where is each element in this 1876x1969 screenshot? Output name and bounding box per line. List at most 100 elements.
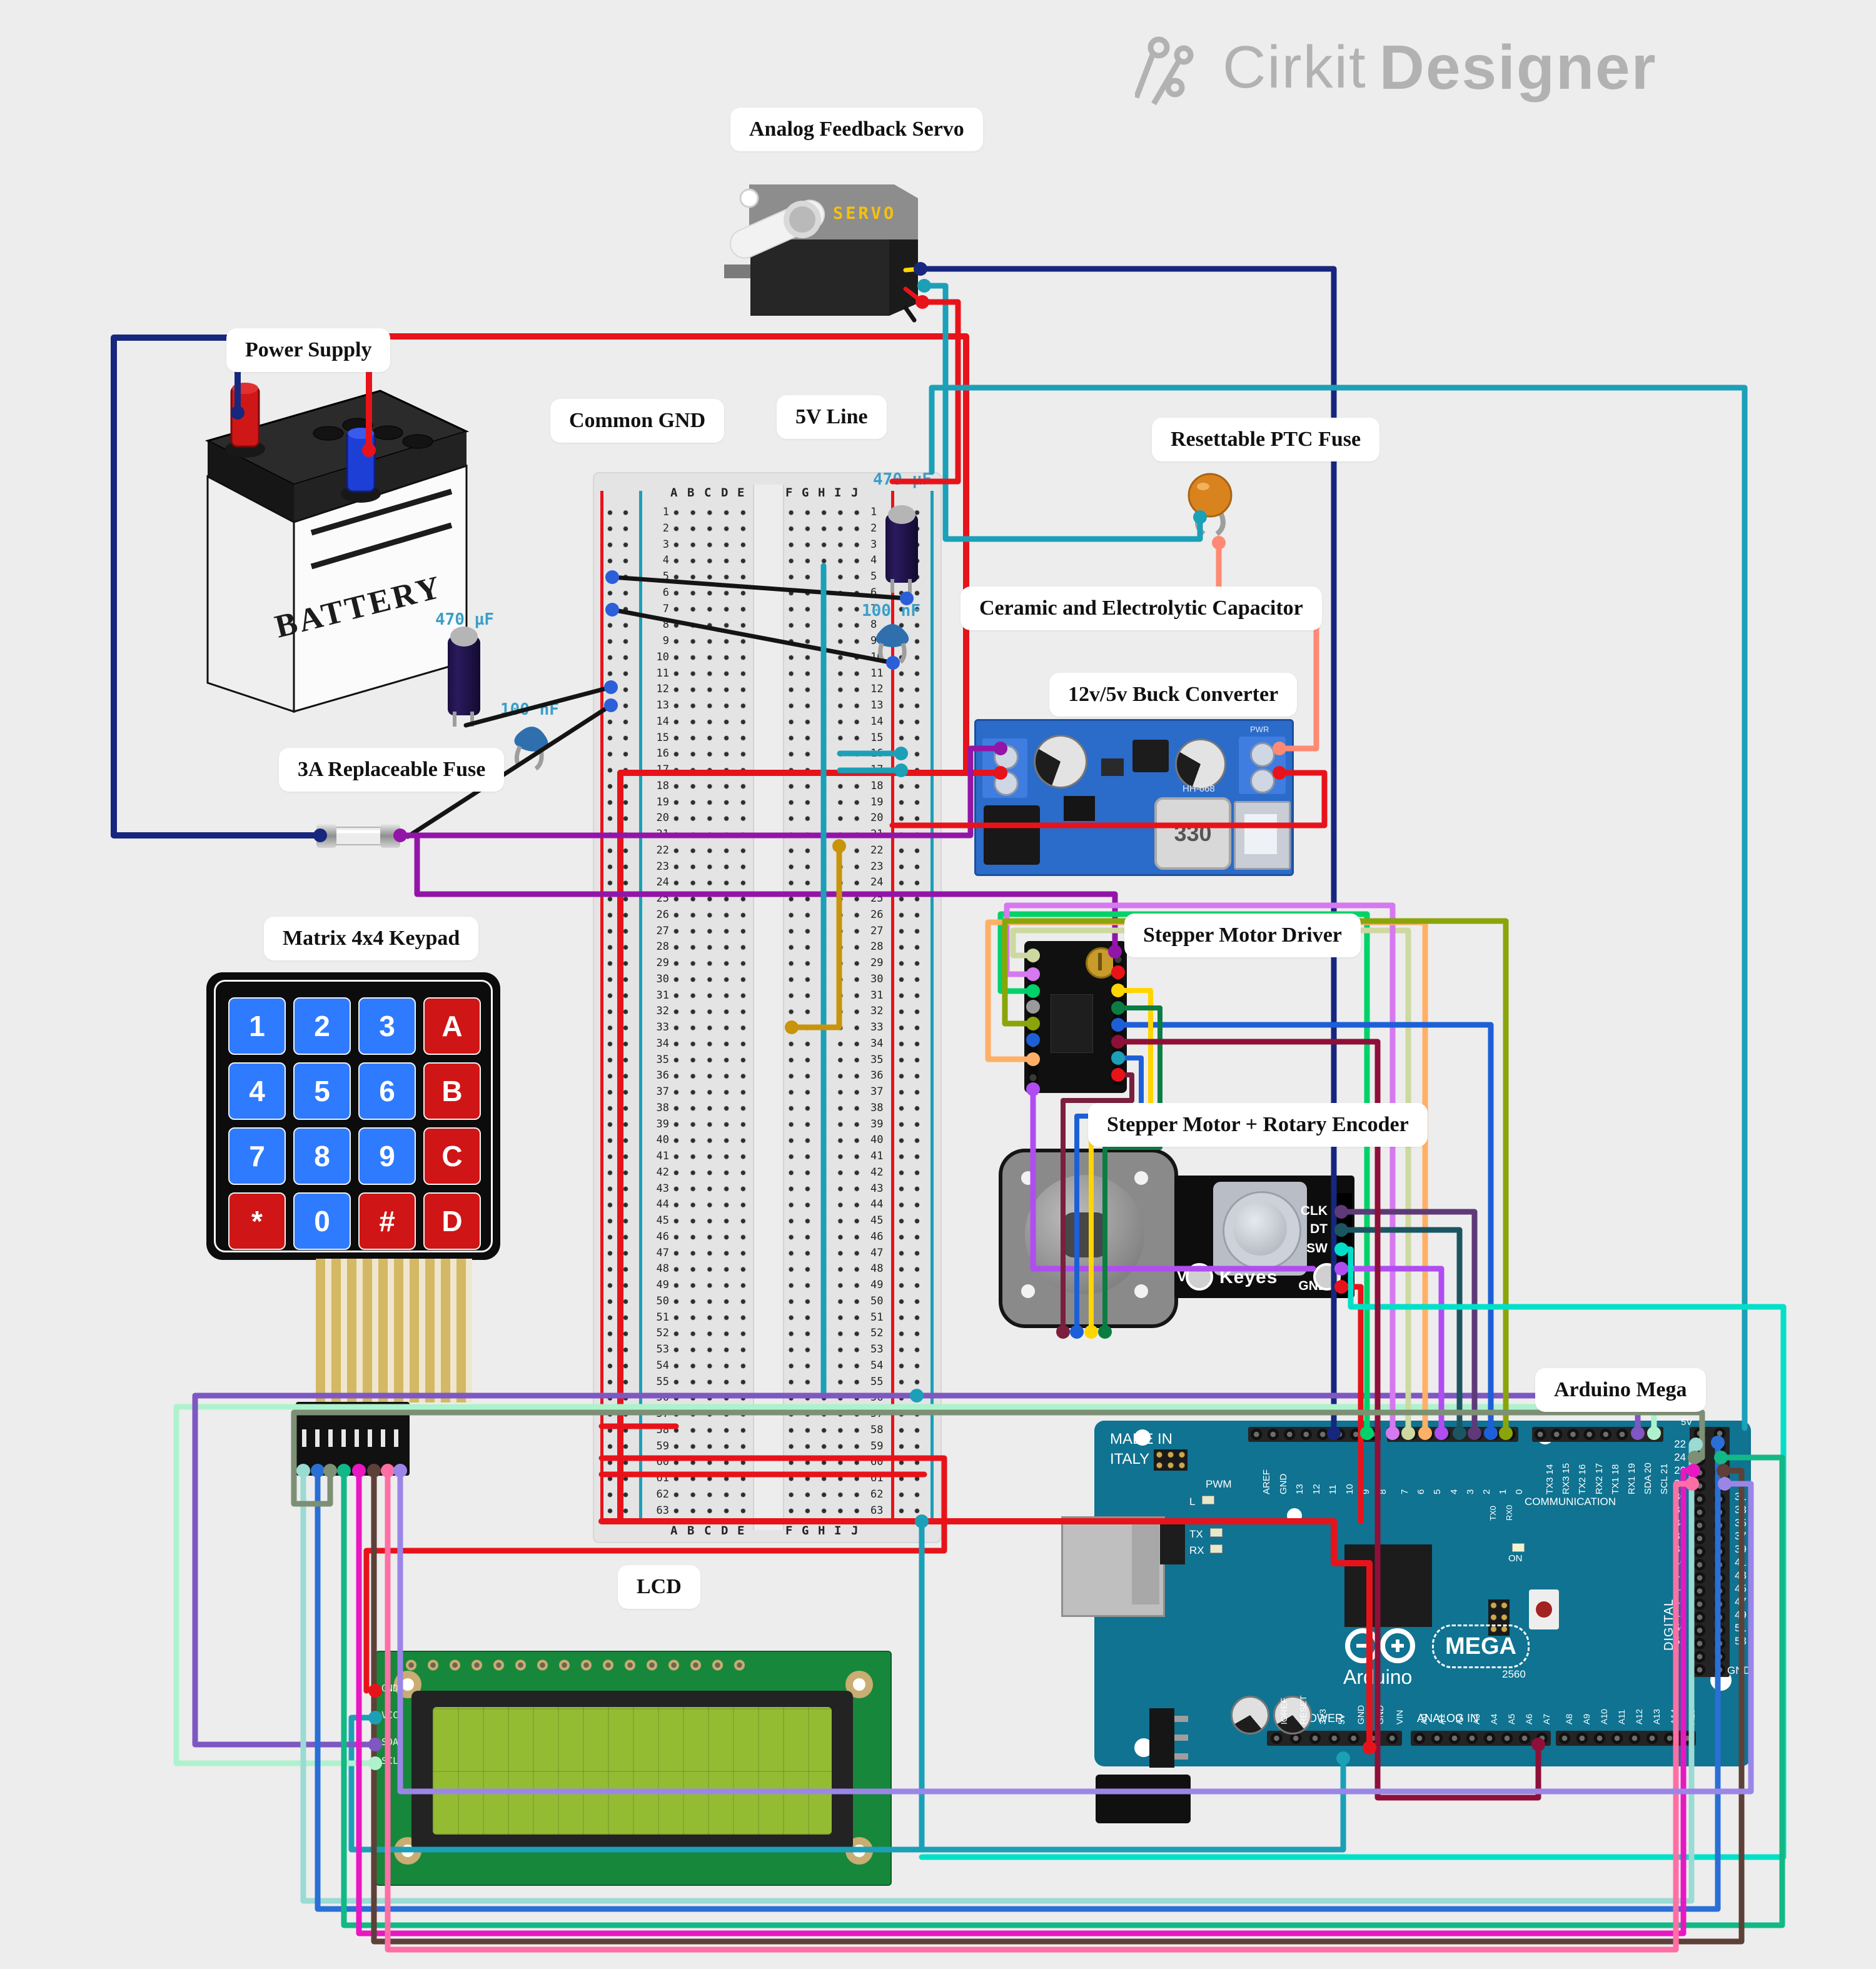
keypad-key-5[interactable]: 5 <box>293 1062 351 1120</box>
wire-25[interactable] <box>348 1715 1346 1853</box>
tag-stepper-encoder[interactable]: Stepper Motor + Rotary Encoder <box>1088 1103 1428 1147</box>
wire-29[interactable] <box>997 911 1370 1436</box>
tag-keypad[interactable]: Matrix 4x4 Keypad <box>264 917 479 960</box>
usb-port <box>1061 1516 1165 1617</box>
pin-dot-21 <box>1026 984 1040 998</box>
tag-buck-converter[interactable]: 12v/5v Buck Converter <box>1049 673 1298 717</box>
wire-15[interactable] <box>929 385 1748 1431</box>
wire-31[interactable] <box>1004 902 1396 1436</box>
pin-dot-8 <box>900 592 914 605</box>
keypad-key-B[interactable]: B <box>423 1062 481 1120</box>
pin-dot-2 <box>313 828 327 842</box>
keypad-key-3[interactable]: 3 <box>358 997 416 1055</box>
encoder-knob[interactable] <box>1233 1202 1287 1256</box>
wire-51[interactable] <box>371 1468 1745 1945</box>
keypad-key-1[interactable]: 1 <box>228 997 286 1055</box>
tag-servo[interactable]: Analog Feedback Servo <box>730 108 983 151</box>
wire-1[interactable] <box>610 607 895 665</box>
tag-ptc-fuse[interactable]: Resettable PTC Fuse <box>1152 418 1380 461</box>
wire-14[interactable] <box>889 299 961 485</box>
stepper-motor[interactable] <box>999 1149 1178 1333</box>
wire-40[interactable] <box>919 1246 1787 1860</box>
electrolytic-capacitor-2[interactable] <box>445 627 483 727</box>
wire-47[interactable] <box>315 1439 1721 1912</box>
pin-dot-16 <box>914 262 927 276</box>
wire-52[interactable] <box>385 1468 1695 1953</box>
wire-19[interactable] <box>789 843 842 1030</box>
keypad-key-C[interactable]: C <box>423 1127 481 1185</box>
keypad-key-8[interactable]: 8 <box>293 1127 351 1185</box>
wire-46[interactable] <box>300 1441 1699 1904</box>
tag-lcd[interactable]: LCD <box>618 1565 700 1609</box>
wire-13[interactable] <box>917 266 1337 1436</box>
wire-50[interactable] <box>356 1468 1697 1936</box>
wire-5[interactable] <box>366 333 969 776</box>
keypad-key-0[interactable]: 0 <box>293 1192 351 1250</box>
reset-button[interactable] <box>1529 1589 1559 1629</box>
wire-33[interactable] <box>1002 918 1509 1436</box>
keypad-key-2[interactable]: 2 <box>293 997 351 1055</box>
tag-5v-line[interactable]: 5V Line <box>777 395 887 439</box>
keypad-key-6[interactable]: 6 <box>358 1062 416 1120</box>
wire-35[interactable] <box>1338 1227 1463 1436</box>
wire-34[interactable] <box>1115 1022 1494 1436</box>
wire-32[interactable] <box>985 919 1428 1436</box>
wire-38[interactable] <box>1338 1266 1445 1436</box>
tag-arduino-mega[interactable]: Arduino Mega <box>1535 1368 1706 1412</box>
tag-capacitors[interactable]: Ceramic and Electrolytic Capacitor <box>961 587 1322 630</box>
tag-power-supply[interactable]: Power Supply <box>226 328 391 372</box>
wire-49[interactable] <box>341 1454 1785 1928</box>
wire-36[interactable] <box>1338 1209 1478 1436</box>
wire-37[interactable] <box>1030 1086 1316 1272</box>
keypad-key-#[interactable]: # <box>358 1192 416 1250</box>
power-supply-battery[interactable]: BATTERY <box>200 369 475 719</box>
led-tx <box>1210 1528 1223 1537</box>
wire-28[interactable] <box>192 1392 1641 1748</box>
header-analog-b[interactable] <box>1556 1731 1696 1746</box>
wire-44[interactable] <box>1102 1005 1162 1334</box>
pin-dot-6 <box>604 680 618 694</box>
pin-dot-44 <box>296 1464 310 1478</box>
keypad-key-7[interactable]: 7 <box>228 1127 286 1185</box>
icsp2-header[interactable] <box>1488 1599 1510 1636</box>
tag-3a-fuse[interactable]: 3A Replaceable Fuse <box>279 748 505 792</box>
wire-2[interactable] <box>463 685 613 728</box>
keypad-key-*[interactable]: * <box>228 1192 286 1250</box>
wire-0[interactable] <box>610 575 909 601</box>
wire-3[interactable] <box>405 703 613 839</box>
header-analog-a[interactable] <box>1411 1731 1551 1746</box>
tag-common-gnd[interactable]: Common GND <box>550 399 725 443</box>
wire-41[interactable] <box>1061 1072 1134 1334</box>
electrolytic-capacitor-1[interactable] <box>883 505 920 593</box>
wire-11[interactable] <box>921 283 1203 542</box>
wire-30[interactable] <box>1010 927 1411 1436</box>
keypad-key-9[interactable]: 9 <box>358 1127 416 1185</box>
buck-dc-jack <box>984 805 1040 865</box>
analog-feedback-servo[interactable]: SERVO <box>719 159 951 331</box>
tag-stepper-driver[interactable]: Stepper Motor Driver <box>1124 914 1361 957</box>
arduino-mega-board[interactable]: MADE IN ITALY L TX RX <box>1061 1417 1751 1823</box>
icsp1-header[interactable] <box>1154 1449 1188 1471</box>
wire-8[interactable] <box>397 745 1004 838</box>
ceramic-capacitor-1[interactable] <box>873 616 912 665</box>
pin-dot-29 <box>1111 984 1125 997</box>
keypad-key-D[interactable]: D <box>423 1192 481 1250</box>
wire-48[interactable] <box>291 1409 1705 1507</box>
keypad-key-A[interactable]: A <box>423 997 481 1055</box>
wire-45[interactable] <box>1115 1039 1541 1801</box>
wire-22[interactable] <box>363 1455 947 1694</box>
wire-56[interactable] <box>903 305 917 323</box>
wire-53[interactable] <box>397 1468 1754 1795</box>
wire-12[interactable] <box>889 770 1328 828</box>
keypad-key-4[interactable]: 4 <box>228 1062 286 1120</box>
column-ae-holes <box>668 505 752 1519</box>
wire-24[interactable] <box>598 1518 1373 1751</box>
wire-10[interactable] <box>1216 540 1319 752</box>
wire-27[interactable] <box>173 1404 1657 1766</box>
pin-dot-62 <box>1386 1426 1399 1440</box>
